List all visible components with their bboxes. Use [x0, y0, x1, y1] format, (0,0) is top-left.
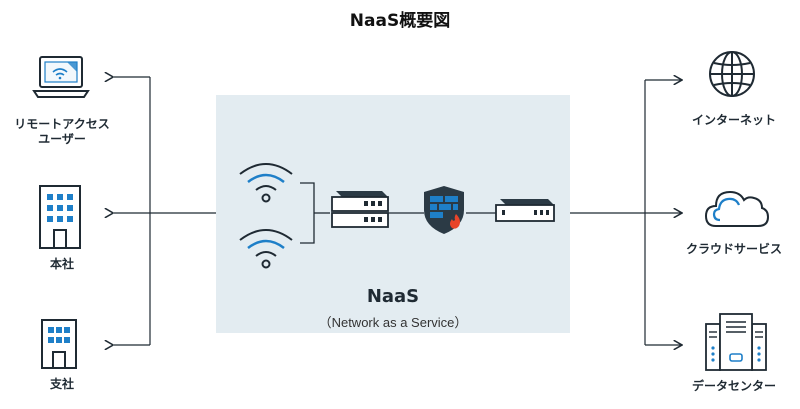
laptop-wifi-icon	[32, 56, 90, 98]
wifi-icon-top	[239, 163, 293, 203]
router-icon	[495, 199, 555, 222]
label-headquarters: 本社	[49, 257, 74, 271]
cloud-icon	[704, 190, 770, 227]
server-rack-icon	[705, 313, 767, 371]
naas-subtitle: （Network as a Service）	[318, 315, 468, 330]
wifi-icon-bottom	[239, 229, 293, 269]
label-datacenter: データセンター	[691, 379, 776, 393]
branch-building-icon	[41, 319, 77, 369]
naas-title: NaaS	[366, 286, 420, 307]
right-connectors	[570, 80, 682, 345]
label-branch: 支社	[49, 377, 74, 391]
switch-stack-icon	[331, 191, 389, 228]
wifi-bracket	[300, 182, 330, 244]
label-remote-user: リモートアクセス ユーザー	[2, 117, 122, 147]
globe-icon	[709, 51, 755, 97]
label-internet: インターネット	[691, 113, 776, 127]
label-cloud-service: クラウドサービス	[685, 242, 782, 256]
label-remote-user-line2: ユーザー	[38, 132, 86, 146]
label-remote-user-line1: リモートアクセス	[14, 117, 110, 131]
firewall-shield-icon	[424, 186, 464, 234]
office-building-icon	[39, 185, 81, 249]
left-connectors	[112, 77, 216, 345]
diagram-title: NaaS概要図	[349, 11, 451, 31]
